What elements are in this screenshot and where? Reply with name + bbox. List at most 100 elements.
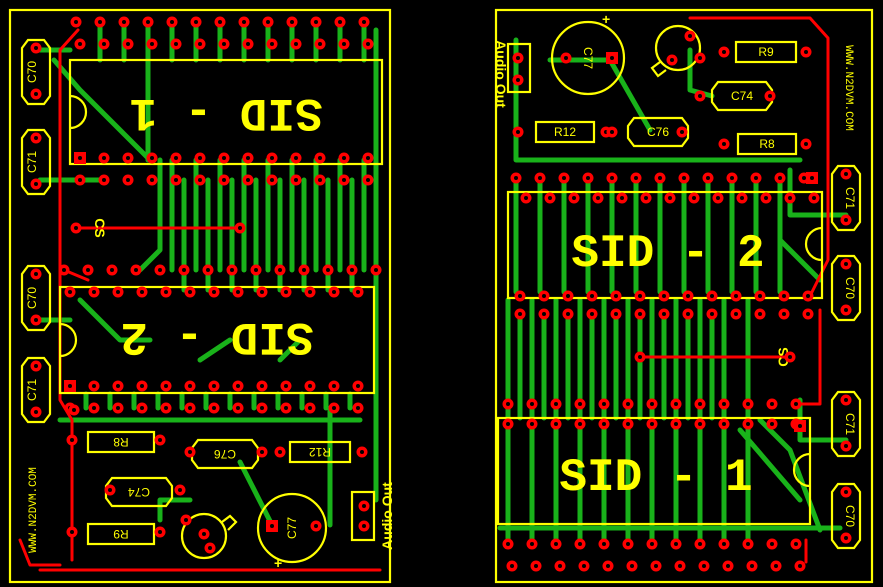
pad-hole (662, 294, 666, 298)
pad-hole (516, 78, 520, 82)
pad-hole (770, 402, 774, 406)
pad-hole (34, 410, 38, 414)
pad-hole (746, 422, 750, 426)
pad-hole (260, 406, 264, 410)
left-c77: C77 + (256, 492, 328, 571)
pad-hole (722, 542, 726, 546)
right-c74: C74 (710, 80, 774, 112)
pad-hole (146, 20, 150, 24)
pad-hole (360, 450, 364, 454)
pad-hole (670, 58, 674, 62)
pad-hole (750, 564, 754, 568)
pad-hole (332, 290, 336, 294)
left-cap-2-label: C71 (25, 151, 39, 173)
pad-hole (782, 294, 786, 298)
pad-hole (698, 402, 702, 406)
pad-hole (68, 290, 72, 294)
pad-hole (686, 312, 690, 316)
pad-hole (122, 20, 126, 24)
pad-hole (308, 290, 312, 294)
pad-hole (294, 156, 298, 160)
pad-hole (680, 130, 684, 134)
pad-hole (668, 196, 672, 200)
pad-hole (566, 294, 570, 298)
pad-hole (92, 406, 96, 410)
left-cap-3: C70 (20, 264, 52, 332)
pad-hole (164, 290, 168, 294)
pad-hole (674, 422, 678, 426)
left-c77-label: C77 (285, 517, 299, 539)
pad-hole (794, 402, 798, 406)
pad-hole (362, 504, 366, 508)
left-cap-2: C71 (20, 128, 52, 196)
pad-hole (158, 268, 162, 272)
pad-hole (564, 56, 568, 60)
left-r9-label: R9 (113, 527, 129, 541)
pad-hole (606, 564, 610, 568)
pad-hole (242, 20, 246, 24)
pad-hole (638, 294, 642, 298)
pad-hole (188, 290, 192, 294)
left-chip-bottom-label: SID - 2 (120, 310, 313, 362)
pad-hole (366, 156, 370, 160)
pad-hole (238, 226, 242, 230)
pad-hole (198, 156, 202, 160)
pad-hole (758, 294, 762, 298)
pad-hole (558, 564, 562, 568)
pad-hole (770, 542, 774, 546)
pad-hole (198, 178, 202, 182)
pad-hole (754, 176, 758, 180)
pad-hole (578, 542, 582, 546)
pad-hole (198, 42, 202, 46)
pad-hole (844, 444, 848, 448)
pad-hole (230, 268, 234, 272)
right-cs-label: CS (775, 347, 791, 366)
pad-hole (342, 156, 346, 160)
pad-hole (342, 42, 346, 46)
pad-hole (710, 312, 714, 316)
pad-hole (610, 130, 614, 134)
pad-hole (270, 524, 274, 528)
pad-hole (730, 176, 734, 180)
left-cs-label: CS (92, 218, 108, 237)
pad-hole (722, 402, 726, 406)
pad-hole (202, 532, 206, 536)
right-cap-4-label: C70 (843, 505, 857, 527)
pad-hole (530, 542, 534, 546)
pad-hole (590, 294, 594, 298)
pad-hole (294, 42, 298, 46)
pad-hole (716, 196, 720, 200)
pad-hole (284, 406, 288, 410)
pad-hole (650, 402, 654, 406)
pad-hole (610, 56, 614, 60)
right-r8: R8 (736, 132, 798, 156)
pad-hole (34, 364, 38, 368)
right-c77: C77 + (550, 11, 626, 96)
pad-hole (630, 564, 634, 568)
right-cap-2: C70 (830, 254, 862, 322)
right-chip-top-notch (804, 226, 823, 262)
pad-hole (844, 536, 848, 540)
pad-hole (236, 406, 240, 410)
pad-hole (582, 564, 586, 568)
pad-hole (534, 564, 538, 568)
pad-hole (722, 142, 726, 146)
right-transistor (650, 24, 702, 78)
pad-hole (530, 422, 534, 426)
pad-hole (164, 384, 168, 388)
pad-hole (734, 294, 738, 298)
pad-hole (188, 450, 192, 454)
pad-hole (170, 20, 174, 24)
left-board-outline (8, 8, 392, 584)
pad-hole (34, 182, 38, 186)
pad-hole (102, 156, 106, 160)
right-r9-label: R9 (758, 45, 774, 59)
pad-hole (236, 290, 240, 294)
pad-hole (222, 156, 226, 160)
right-c76-label: C76 (647, 125, 669, 139)
pad-hole (698, 56, 702, 60)
pad-hole (726, 564, 730, 568)
pad-hole (844, 490, 848, 494)
pad-hole (674, 402, 678, 406)
pad-hole (266, 20, 270, 24)
